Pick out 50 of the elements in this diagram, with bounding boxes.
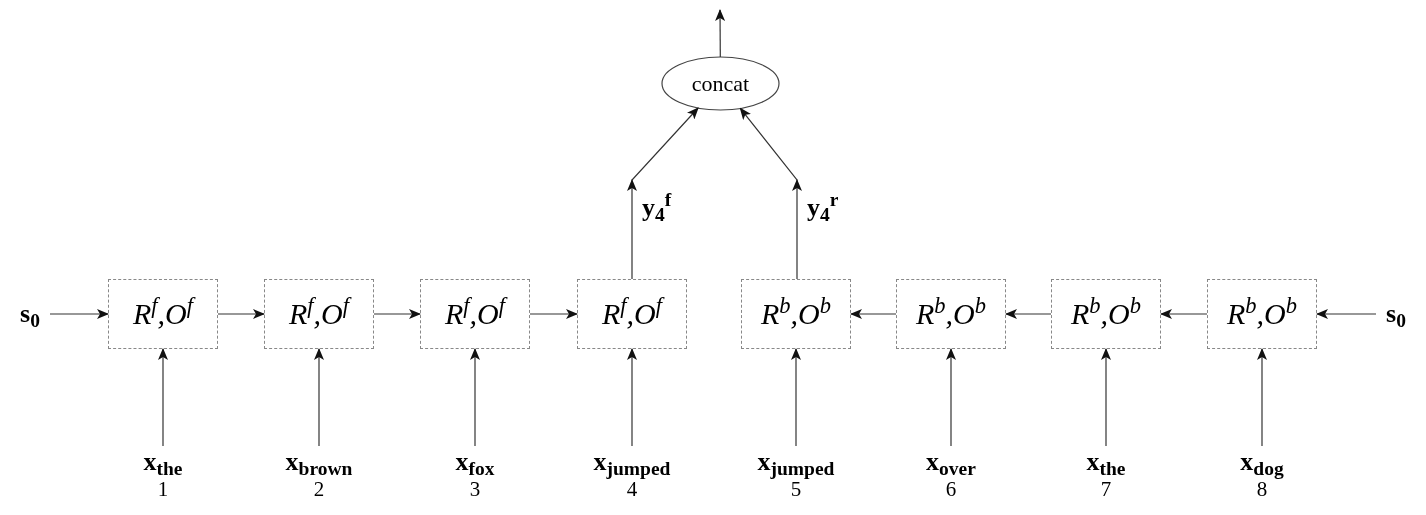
state-label: s$_{0}$ <box>20 301 40 327</box>
arrow <box>1101 348 1111 447</box>
arrow <box>529 309 578 319</box>
position-number: 7 <box>1100 478 1112 500</box>
position-number: 4 <box>626 478 638 500</box>
position-number: 1 <box>157 478 169 500</box>
position-number: 6 <box>945 478 957 500</box>
arrow <box>627 348 637 447</box>
arrow <box>1257 348 1267 447</box>
cell-label: R$^{b}$,O$^{b}$ <box>916 299 986 329</box>
cell-label: R$^{b}$,O$^{b}$ <box>1071 299 1141 329</box>
cell-label: R$^{b}$,O$^{b}$ <box>761 299 831 329</box>
input-label: x$_{the}$ <box>143 446 183 479</box>
input-label: x$_{fox}$ <box>455 446 495 479</box>
arrow <box>1005 309 1052 319</box>
cell-box <box>896 279 1006 349</box>
arrow <box>217 309 265 319</box>
arrow <box>1160 309 1208 319</box>
position-number: 3 <box>469 478 481 500</box>
cell-box <box>1207 279 1317 349</box>
input-label: x$_{dog}$ <box>1240 446 1284 479</box>
cell-box <box>420 279 530 349</box>
input-label: x$_{over}$ <box>926 446 976 479</box>
arrow <box>49 309 109 319</box>
input-label: x$_{jumped}$ <box>757 446 835 479</box>
state-label: s$_{0}$ <box>1386 301 1406 327</box>
arrow <box>791 348 801 447</box>
input-label: x$_{brown}$ <box>285 446 353 479</box>
node-label: concat <box>691 72 750 95</box>
arrow <box>373 309 421 319</box>
input-label: x$_{the}$ <box>1086 446 1126 479</box>
arrow <box>470 348 480 447</box>
position-number: 8 <box>1256 478 1268 500</box>
input-label: x$_{jumped}$ <box>593 446 671 479</box>
cell-box <box>108 279 218 349</box>
cell-box <box>741 279 851 349</box>
arrow <box>850 309 897 319</box>
arrow <box>314 348 324 447</box>
arrow <box>739 107 802 280</box>
arrow <box>715 9 726 58</box>
cell-box <box>577 279 687 349</box>
arrow <box>158 348 168 447</box>
position-number: 5 <box>790 478 802 500</box>
arrow <box>627 107 699 280</box>
position-number: 2 <box>313 478 325 500</box>
arrow <box>1316 309 1377 319</box>
arrow <box>946 348 956 447</box>
cell-box <box>1051 279 1161 349</box>
cell-box <box>264 279 374 349</box>
cell-label: R$^{b}$,O$^{b}$ <box>1227 299 1297 329</box>
